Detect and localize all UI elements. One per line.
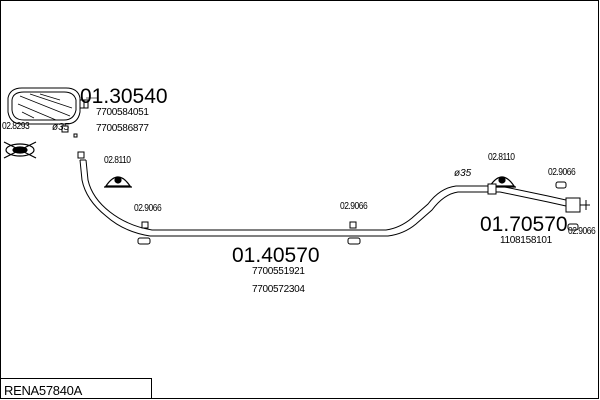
part-no-intermediate-pipe: 01.40570 (232, 244, 320, 267)
ref-intermediate-pipe-2: 7700572304 (252, 284, 305, 295)
intermediate-pipe (79, 159, 500, 237)
fitting-rubber-4: 02.9066 (568, 226, 596, 237)
rear-silencer (7, 87, 89, 125)
ref-intermediate-pipe-1: 7700551921 (252, 266, 305, 277)
ref-front-pipe-1: 1108158101 (500, 235, 552, 246)
fitting-hanger-a: 02.8110 (104, 155, 131, 166)
part-no-rear-silencer: 01.30540 (80, 85, 168, 108)
fitting-hanger-b: 02.8110 (488, 152, 515, 163)
fitting-rubber-3: 02.9066 (548, 167, 576, 178)
rubber-mount-icons (137, 181, 579, 245)
fitting-rubber-2: 02.9066 (340, 201, 368, 212)
hanger-icons (104, 176, 516, 188)
model-code: RENA57840A (4, 383, 82, 398)
pipe-joint-markers (61, 125, 85, 159)
front-pipe (487, 183, 590, 213)
clamp-rear-icon (3, 141, 37, 159)
fitting-rubber-1: 02.9066 (134, 203, 162, 214)
fitting-clamp-rear: 02.8293 (2, 121, 30, 132)
ref-rear-silencer-1: 7700584051 (96, 107, 149, 118)
ref-rear-silencer-2: 7700586877 (96, 123, 149, 134)
model-code-box: RENA57840A (0, 378, 152, 399)
diameter-rear: ø35 (52, 122, 70, 133)
part-no-front-pipe: 01.70570 (480, 213, 568, 236)
diameter-mid: ø35 (454, 168, 472, 179)
